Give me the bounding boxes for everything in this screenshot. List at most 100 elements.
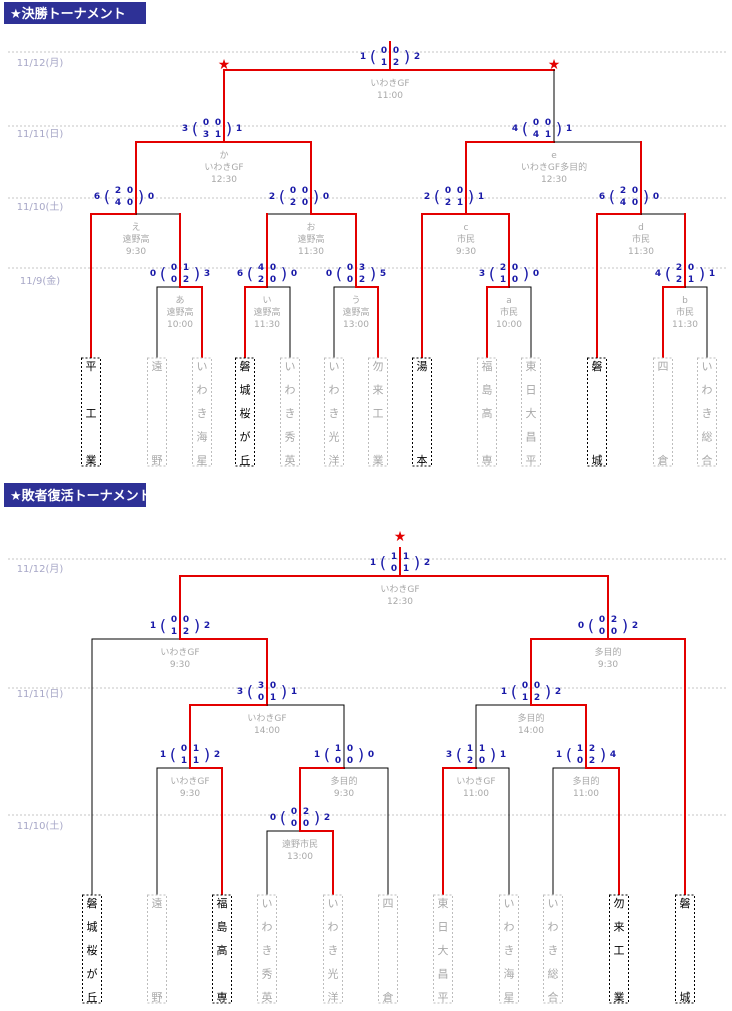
score-bracket-left: ( <box>380 553 386 572</box>
team-name-char: が <box>87 967 98 981</box>
score-total-left: 1 <box>150 621 156 631</box>
team-name-char: き <box>548 944 559 957</box>
score-half: 2 <box>303 807 309 817</box>
team-name-char: 海 <box>504 967 515 981</box>
team-name-char: 磐 <box>592 359 603 373</box>
score-total-left: 0 <box>150 269 156 279</box>
score-bracket-left: ( <box>566 745 572 764</box>
score-total-left: 1 <box>160 750 166 760</box>
team-box-frame <box>192 357 212 467</box>
winner-star-icon: ★ <box>548 57 561 73</box>
team-name-char: 遠 <box>152 897 163 910</box>
venue-text: いわきGF <box>170 776 209 787</box>
score-bracket-right: ) <box>622 616 628 635</box>
score-half: 0 <box>171 275 177 285</box>
team-name-char: い <box>262 897 273 910</box>
score-half: 0 <box>347 263 353 273</box>
score-bracket-right: ) <box>226 119 232 138</box>
section-repechage-header: ★敗者復活トーナメント <box>4 483 152 507</box>
team-name-char: き <box>328 944 339 957</box>
score-half: 2 <box>183 627 189 637</box>
team-name-char: い <box>329 360 340 373</box>
date-guide-lines <box>8 51 728 816</box>
team-name-char: 洋 <box>328 990 339 1004</box>
team-box-frame <box>368 357 388 467</box>
score-total-left: 3 <box>479 269 485 279</box>
venue-text: いわきGF <box>380 584 419 595</box>
venue-text: 多目的 <box>594 646 621 658</box>
score-half: 4 <box>115 198 121 208</box>
score-total-left: 3 <box>446 750 452 760</box>
section-repechage-title: ★敗者復活トーナメント <box>10 488 152 504</box>
score-bracket-left: ( <box>456 745 462 764</box>
team-name-char: 福 <box>482 359 493 373</box>
venue-text: 11:30 <box>628 247 654 257</box>
date-label: 11/9(金) <box>20 274 60 287</box>
score-bracket-left: ( <box>511 682 517 701</box>
score-total-left: 2 <box>424 192 430 202</box>
score-half: 0 <box>512 275 518 285</box>
team-name-char: 城 <box>87 921 98 934</box>
team-name-char: き <box>702 407 713 420</box>
team-name-char: わ <box>328 921 339 934</box>
score-total-right: 2 <box>632 621 638 631</box>
score-total-left: 4 <box>655 269 661 279</box>
score-total-left: 6 <box>94 192 100 202</box>
team-name-char: 東 <box>438 897 449 910</box>
score-half: 0 <box>611 627 617 637</box>
score-half: 1 <box>270 693 276 703</box>
venue-text: 12:30 <box>387 597 413 607</box>
team-name-char: 桜 <box>240 406 251 420</box>
score-half: 2 <box>258 275 264 285</box>
score-half: 2 <box>500 263 506 273</box>
score-total-left: 6 <box>599 192 605 202</box>
venue-text: a <box>506 296 512 306</box>
score-half: 3 <box>203 130 209 140</box>
score-bracket-right: ) <box>194 264 200 283</box>
team-box-frame <box>257 894 277 1004</box>
team-box-frame <box>433 894 453 1004</box>
team-box-frame <box>147 357 167 467</box>
team-box: 遠野 <box>147 894 167 1004</box>
score-half: 0 <box>183 615 189 625</box>
score-bracket-right: ) <box>370 264 376 283</box>
team-box-frame <box>499 894 519 1004</box>
score-total-left: 3 <box>182 124 188 134</box>
team-box-frame <box>82 894 102 1004</box>
venue-text: 14:00 <box>518 726 544 736</box>
score-bracket-left: ( <box>588 616 594 635</box>
score-half: 0 <box>347 744 353 754</box>
team-name-char: 星 <box>504 991 515 1004</box>
score-half: 0 <box>393 46 399 56</box>
team-name-char: 総 <box>702 430 713 444</box>
score-bracket-right: ) <box>281 264 287 283</box>
score-bracket-right: ) <box>523 264 529 283</box>
score-half: 0 <box>577 756 583 766</box>
score-half: 0 <box>203 118 209 128</box>
score-half: 2 <box>445 198 451 208</box>
team-name-char: 工 <box>373 407 384 420</box>
score-total-right: 0 <box>323 192 329 202</box>
venue-text: 12:30 <box>211 175 237 185</box>
score-total-right: 2 <box>414 52 420 62</box>
team-name-char: 来 <box>373 384 384 397</box>
score-bracket-right: ) <box>314 808 320 827</box>
team-name-char: 倉 <box>658 453 669 467</box>
team-name-char: き <box>285 407 296 420</box>
score-half: 1 <box>381 58 387 68</box>
team-box: 磐城 <box>587 357 607 467</box>
score-bracket-right: ) <box>281 682 287 701</box>
team-name-char: 業 <box>86 454 97 467</box>
team-box-frame <box>675 894 695 1004</box>
score-half: 3 <box>258 681 264 691</box>
